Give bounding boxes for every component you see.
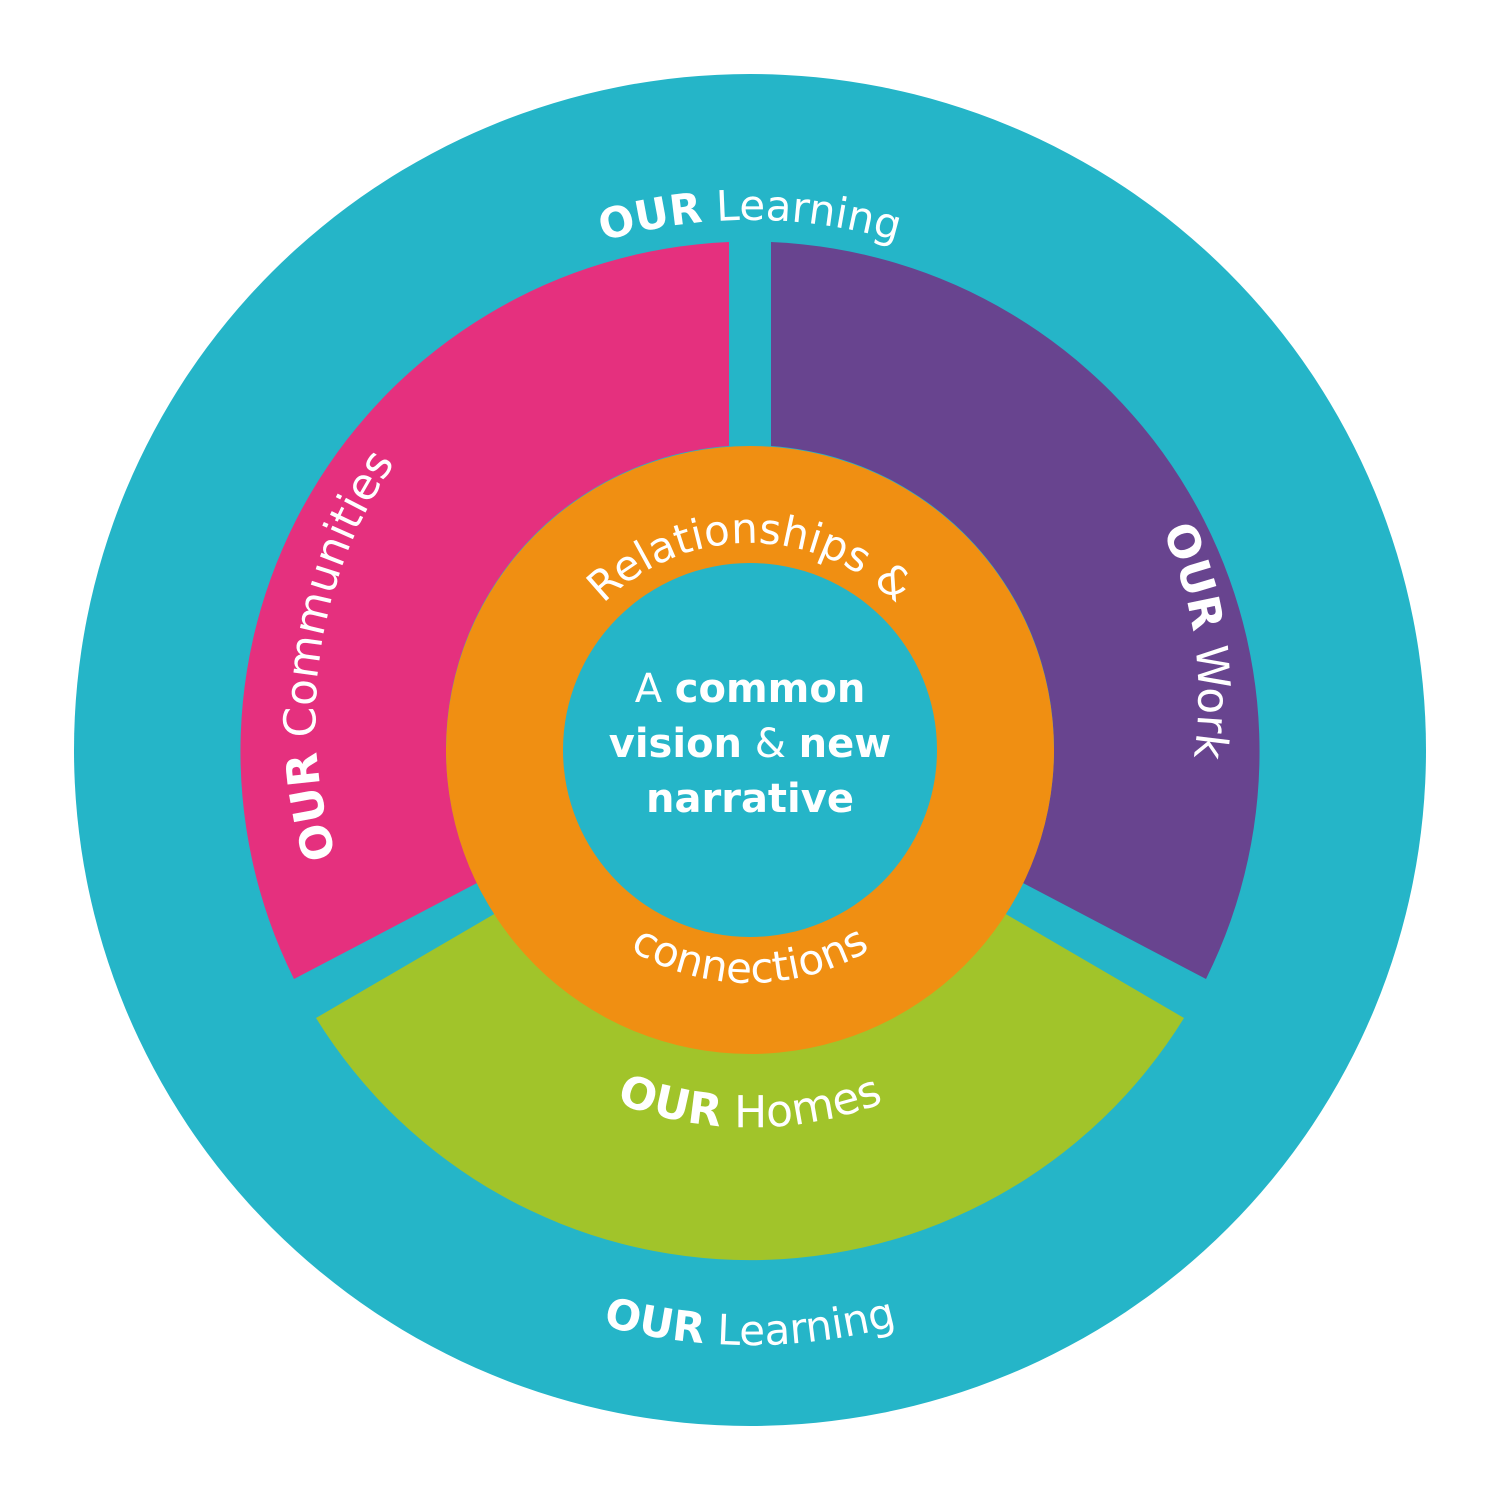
center-line-1: A common	[635, 666, 866, 712]
homes-segment	[316, 913, 1184, 1261]
center-line-3: narrative	[646, 776, 854, 822]
communities-segment	[240, 242, 729, 979]
work-segment	[771, 242, 1260, 979]
center-line-2: vision & new	[609, 721, 891, 767]
center-circle	[563, 563, 937, 937]
